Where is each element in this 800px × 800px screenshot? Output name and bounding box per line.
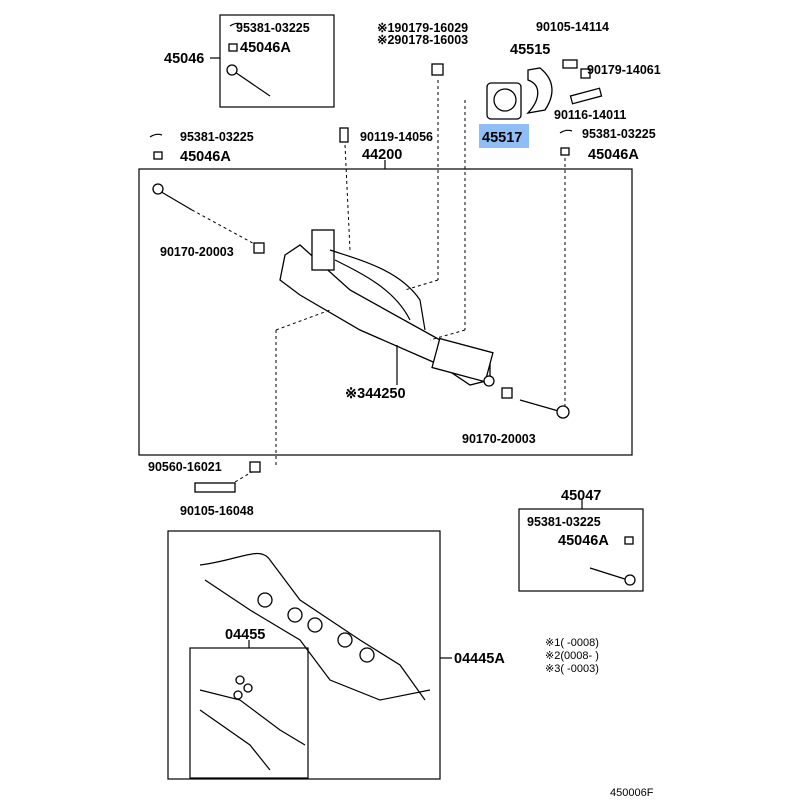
tie-rod-end-icon <box>519 129 573 419</box>
part-number-label[interactable]: 95381-03225 <box>180 130 254 144</box>
pin-icon <box>569 87 603 105</box>
part-number-label[interactable]: 90105-14114 <box>536 20 609 34</box>
washer-icon <box>249 461 261 473</box>
nut-icon <box>253 242 265 254</box>
tie-rod-end-icon <box>149 133 261 248</box>
part-number-label[interactable]: 95381-03225 <box>582 127 656 141</box>
part-number-label[interactable]: ※190179-16029 <box>377 21 468 35</box>
group-box-45046 <box>219 14 335 108</box>
group-box-04455 <box>189 647 309 779</box>
bolt-icon <box>562 59 578 69</box>
note-line: ※3( -0003) <box>545 663 599 675</box>
bracket-icon <box>526 67 553 114</box>
part-number-label[interactable]: 45046A <box>558 533 609 549</box>
part-number-label[interactable]: 45046A <box>240 40 291 56</box>
highlight-45517 <box>479 124 529 148</box>
tie-rod-end-icon <box>226 22 271 97</box>
part-number-label[interactable]: 45046A <box>588 147 639 163</box>
part-number-label[interactable]: 90119-14056 <box>360 130 433 144</box>
group-box-04445A <box>167 530 441 780</box>
nut-icon <box>431 63 444 76</box>
part-number-label[interactable]: 45515 <box>510 42 550 58</box>
note-line: ※1( -0008) <box>545 637 599 649</box>
group-box-45047 <box>518 508 644 592</box>
group-number-label[interactable]: 45046 <box>164 51 204 67</box>
gasket-kit-icon <box>199 552 426 701</box>
group-number-label[interactable]: 45047 <box>561 488 601 504</box>
part-number-label[interactable]: ※344250 <box>345 386 406 402</box>
figure-code: 450006F <box>610 787 654 799</box>
part-number-label-selected[interactable]: 45517 <box>482 130 522 146</box>
part-number-label[interactable]: 95381-03225 <box>236 21 310 35</box>
part-number-label[interactable]: 90105-16048 <box>180 504 254 518</box>
group-number-label[interactable]: 04445A <box>454 651 505 667</box>
nut-icon <box>580 68 591 79</box>
bolt-icon <box>194 482 236 493</box>
part-number-label[interactable]: 95381-03225 <box>527 515 601 529</box>
note-line: ※2(0008- ) <box>545 650 599 662</box>
part-number-label[interactable]: 90560-16021 <box>148 460 222 474</box>
part-number-label[interactable]: 90170-20003 <box>462 432 536 446</box>
bolt-icon <box>339 127 349 143</box>
part-number-label[interactable]: 90170-20003 <box>160 245 234 259</box>
group-number-label[interactable]: 44200 <box>362 147 402 163</box>
nut-icon <box>501 387 513 399</box>
group-number-label[interactable]: 04455 <box>225 627 265 643</box>
steering-rack-icon <box>279 229 495 387</box>
part-number-label[interactable]: 90116-14011 <box>554 108 626 122</box>
part-number-label[interactable]: 90179-14061 <box>587 63 661 77</box>
part-number-label[interactable]: 45046A <box>180 149 231 165</box>
part-number-label[interactable]: ※290178-16003 <box>377 33 468 47</box>
